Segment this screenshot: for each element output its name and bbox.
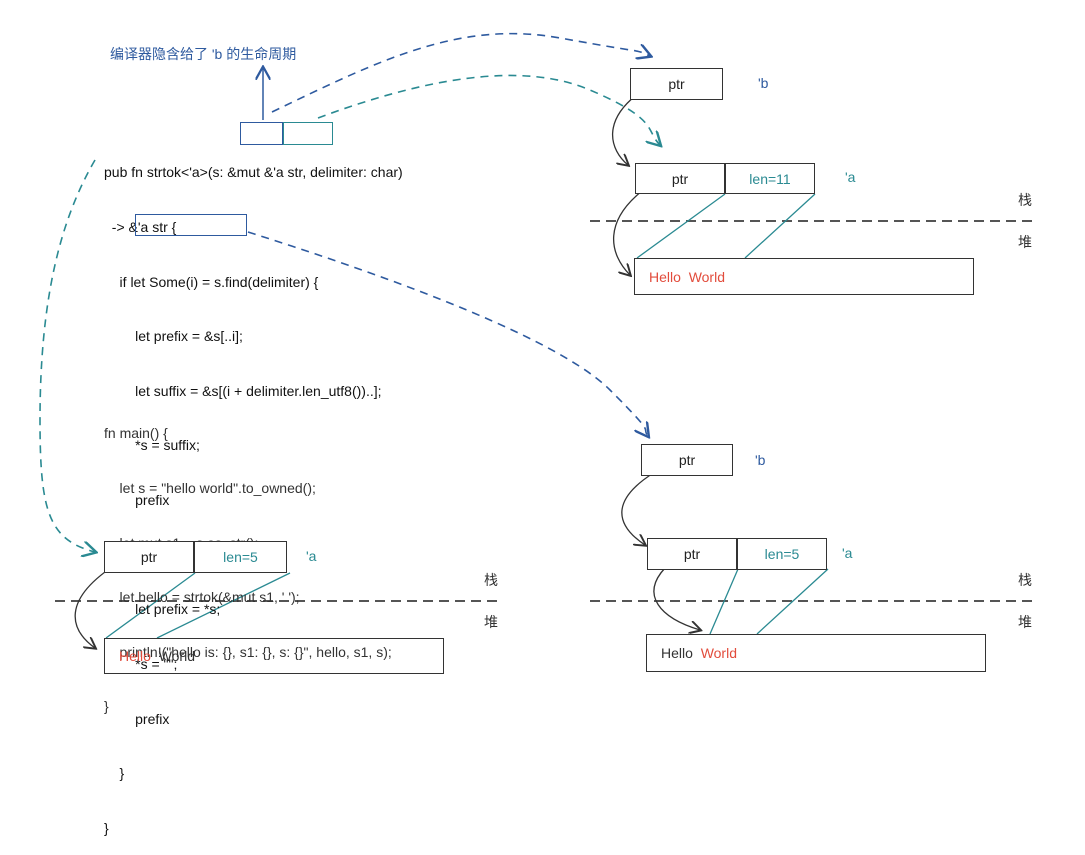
code-line: -> &'a str { [104,219,177,236]
right-a-lifetime: 'a [842,545,853,561]
code-line: println!("hello is: {}, s1: {}, s: {}", … [104,643,392,660]
code-line: let prefix = &s[..i]; [104,328,243,345]
top-heap-string: Hello World [634,258,974,295]
left-ptr-box: ptr [104,541,194,573]
code-line: } [104,819,109,836]
heap-world: World [688,268,725,285]
code-line: prefix [104,492,170,509]
left-lifetime: 'a [306,548,317,564]
lifetime-annotation: 编译器隐含给了 'b 的生命周期 [110,46,297,62]
right-a-len-box: len=5 [737,538,827,570]
mut-highlight [240,122,283,145]
heap-hello: Hello [661,645,693,661]
right-heap-string: Hello World [646,634,986,672]
code-line: if let Some(i) = s.find(delimiter) { [104,273,319,290]
astr-to-a-arrow [317,74,660,145]
top-a-lifetime: 'a [845,169,856,185]
right-b-lifetime: 'b [755,452,766,468]
top-a-ptr-box: ptr [635,163,725,194]
left-len-box: len=5 [194,541,287,573]
right-stack-label: 栈 [1018,572,1032,588]
top-heap-label: 堆 [1018,234,1032,250]
code-line: } [104,765,125,782]
heap-hello: Hello [649,268,681,285]
code-line: *s = ""; [104,655,178,672]
right-b-ptr-box: ptr [641,444,733,476]
top-b-ptr-box: ptr [630,68,723,100]
top-a-ptr-arrow [613,184,651,275]
top-b-ptr-arrow [611,89,644,165]
right-a-ptr-arrow [653,567,700,630]
right-a-ptr-box: ptr [647,538,737,570]
code-line: } [104,698,109,715]
right-b-ptr-arrow [621,471,656,545]
code-to-left-arrow [39,159,95,552]
heap-hello: Hello [119,648,151,664]
left-ptr-arrow [74,562,119,648]
left-stack-label: 栈 [484,572,498,588]
top-a-len-box: len=11 [725,163,815,194]
code-line: pub fn strtok<'a>(s: &mut &'a str, delim… [104,164,403,181]
code-line: let prefix = *s; [104,601,221,618]
a-str-highlight [283,122,333,145]
top-stack-label: 栈 [1018,192,1032,208]
code-line: *s = suffix; [104,437,200,454]
heap-world: World [700,645,737,661]
top-b-lifetime: 'b [758,75,769,91]
suffix-assign-highlight [135,214,247,236]
code-line: let hello = strtok(&mut s1, ' '); [104,589,300,606]
left-heap-string: Hello World [104,638,444,674]
left-heap-label: 堆 [484,614,498,630]
mut-to-b-arrow [271,32,650,113]
heap-world: World [158,648,195,664]
code-line: fn main() { [104,425,168,442]
suffix-to-bottom-arrow [247,231,648,436]
right-heap-label: 堆 [1018,614,1032,630]
code-line: let s = "hello world".to_owned(); [104,480,316,497]
code-line: let suffix = &s[(i + delimiter.len_utf8(… [104,382,382,399]
